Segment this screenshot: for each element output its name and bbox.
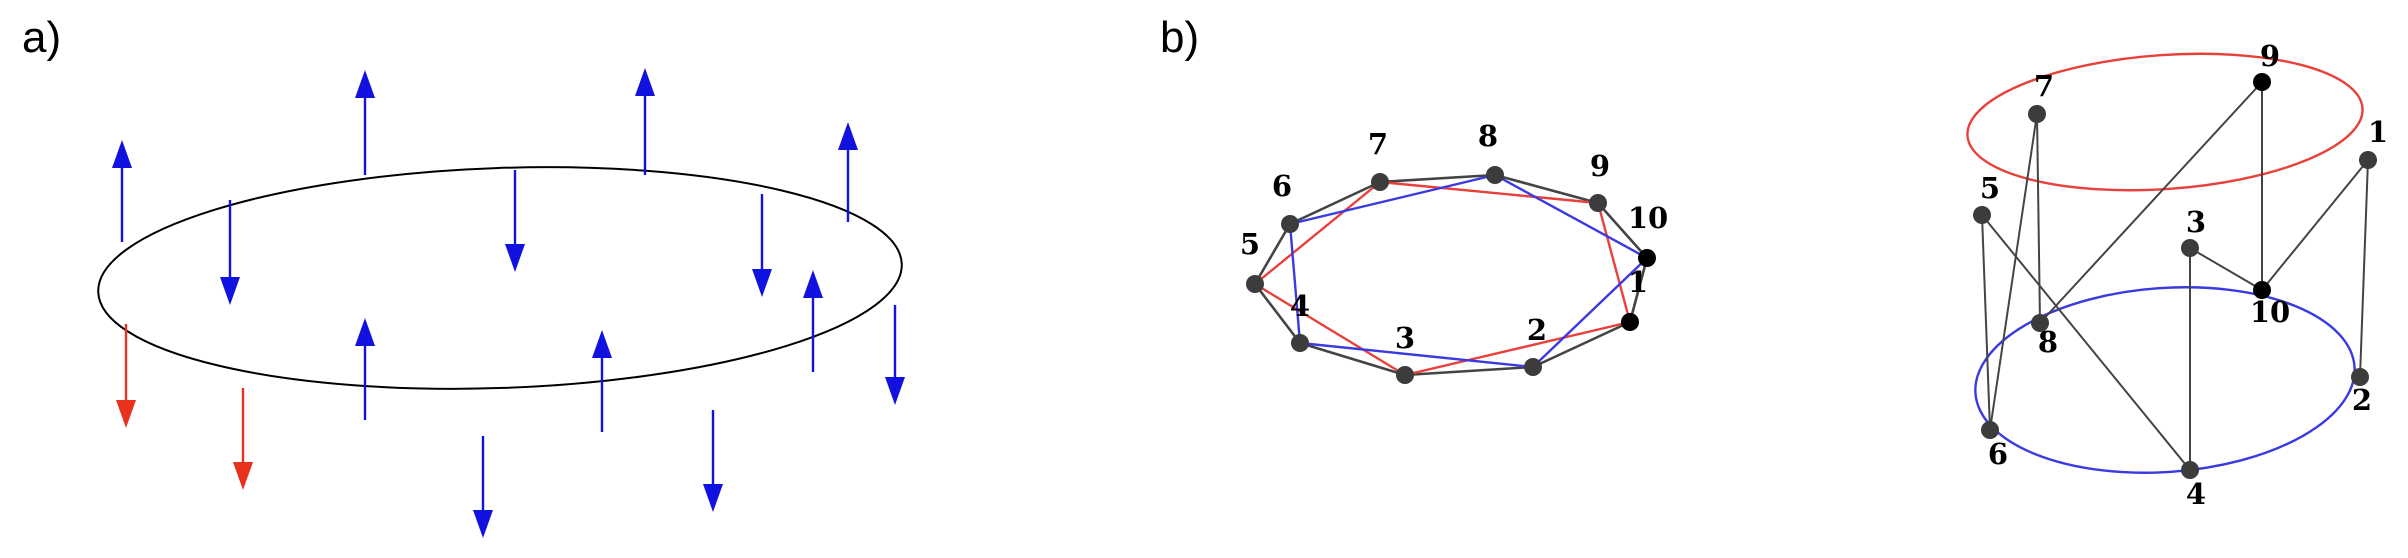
ring-node-4: [1291, 334, 1309, 352]
cylinder-graph: 1 2 3 4 5 6 7 8 9 10: [1966, 39, 2388, 511]
cylinder-node-label-1: 1: [2368, 115, 2388, 149]
ring-node-8: [1486, 166, 1504, 184]
ring-outer-edges: [1253, 173, 1649, 377]
ring-node-label-2: 2: [1527, 313, 1547, 347]
cylinder-edge: [1981, 214, 1991, 431]
red-edge: [1404, 320, 1631, 377]
cylinder-node-10: [2253, 281, 2271, 299]
ring-nodes: 1 2 3 456 7 8 9 10: [1240, 119, 1668, 384]
cylinder-node-label-10: 10: [2250, 295, 2290, 329]
cylinder-edges: [1981, 81, 2369, 471]
cylinder-node-6: [1981, 421, 1999, 439]
ring-edge: [1532, 320, 1631, 369]
blue-up-arrow: [355, 70, 375, 175]
cylinder-node-label-8: 8: [2038, 325, 2058, 359]
cylinder-node-label-7: 7: [2034, 69, 2054, 103]
panel-a-loop-diagram: [97, 68, 905, 538]
cylinder-node-3: [2181, 239, 2199, 257]
ring-node-5: [1246, 275, 1264, 293]
cylinder-edge: [1989, 113, 2038, 431]
blue-up-arrow: [355, 318, 375, 420]
ring-node-10: [1638, 249, 1656, 267]
ring-node-3: [1396, 366, 1414, 384]
ring-edge: [1404, 365, 1534, 377]
top-red-ellipse: [1966, 52, 2364, 192]
cylinder-node-label-3: 3: [2186, 205, 2206, 239]
current-loop: [97, 166, 903, 390]
red-down-arrow: [116, 324, 136, 428]
cylinder-node-8: [2031, 314, 2049, 332]
blue-up-arrow: [635, 68, 655, 175]
ring-node-9: [1589, 194, 1607, 212]
red-down-arrow: [233, 388, 253, 490]
cylinder-edge: [2189, 247, 2263, 291]
blue-down-arrow: [505, 170, 525, 272]
ring-blue-edges: [1288, 173, 1648, 369]
blue-down-arrow: [703, 410, 723, 512]
ring-node-7: [1371, 173, 1389, 191]
panel-label-a: a): [22, 13, 61, 62]
blue-edge: [1299, 341, 1534, 369]
blue-edge: [1532, 257, 1648, 368]
cylinder-edge: [1981, 214, 2191, 471]
blue-down-arrow: [220, 200, 240, 305]
ring-node-label-10: 10: [1628, 201, 1668, 235]
ring-edge: [1289, 180, 1381, 226]
cylinder-node-label-6: 6: [1988, 437, 2008, 471]
ring-node-label-3: 3: [1395, 321, 1415, 355]
ring-edge: [1597, 202, 1648, 259]
ring-node-label-1: 1: [1628, 265, 1648, 299]
ring-node-label-9: 9: [1590, 149, 1610, 183]
ring-node-label-8: 8: [1478, 119, 1498, 153]
ring-node-label-4: 4: [1290, 289, 1310, 323]
blue-down-arrow: [752, 194, 772, 297]
cylinder-node-5: [1973, 206, 1991, 224]
cylinder-node-label-2: 2: [2352, 383, 2372, 417]
ring-node-6: [1281, 215, 1299, 233]
cylinder-node-label-5: 5: [1980, 171, 2000, 205]
blue-up-arrow: [112, 140, 132, 242]
cylinder-node-1: [2359, 151, 2377, 169]
cylinder-edge: [2039, 81, 2263, 324]
blue-down-arrow: [473, 436, 493, 538]
cylinder-edge: [2261, 159, 2369, 291]
red-edge: [1379, 180, 1599, 205]
ring-edge: [1253, 223, 1292, 285]
red-edge: [1254, 181, 1381, 285]
ring-node-label-5: 5: [1240, 227, 1260, 261]
ring-edge: [1299, 341, 1406, 377]
bottom-blue-ellipse: [1974, 286, 2356, 474]
blue-up-arrow: [838, 122, 858, 222]
ring-node-2: [1524, 358, 1542, 376]
cylinder-edge: [2359, 159, 2369, 378]
ring-edge: [1253, 283, 1302, 344]
blue-edge: [1494, 173, 1648, 260]
red-edge: [1596, 202, 1632, 323]
ring-node-label-6: 6: [1272, 169, 1292, 203]
blue-edge: [1288, 223, 1302, 344]
cylinder-node-2: [2351, 368, 2369, 386]
cylinder-node-label-4: 4: [2186, 477, 2206, 511]
blue-down-arrow: [885, 305, 905, 405]
ring-graph: 1 2 3 456 7 8 9 10: [1240, 119, 1668, 384]
ring-node-1: [1621, 313, 1639, 331]
spin-arrows: [112, 68, 905, 538]
cylinder-node-4: [2181, 461, 2199, 479]
ring-edge: [1494, 173, 1599, 205]
cylinder-edge: [2036, 113, 2041, 324]
cylinder-nodes: 1 2 3 4 5 6 7 8 9 10: [1973, 39, 2388, 511]
red-edge: [1254, 282, 1406, 377]
ring-edge: [1379, 173, 1496, 184]
ring-edge: [1628, 257, 1649, 323]
blue-up-arrow: [803, 270, 823, 372]
blue-edge: [1289, 173, 1496, 226]
ring-red-edges: [1254, 180, 1632, 377]
ring-node-label-7: 7: [1368, 127, 1388, 161]
cylinder-node-9: [2253, 73, 2271, 91]
blue-up-arrow: [592, 330, 612, 432]
cylinder-node-7: [2028, 105, 2046, 123]
panel-label-b: b): [1160, 13, 1199, 62]
cylinder-node-label-9: 9: [2260, 39, 2280, 73]
